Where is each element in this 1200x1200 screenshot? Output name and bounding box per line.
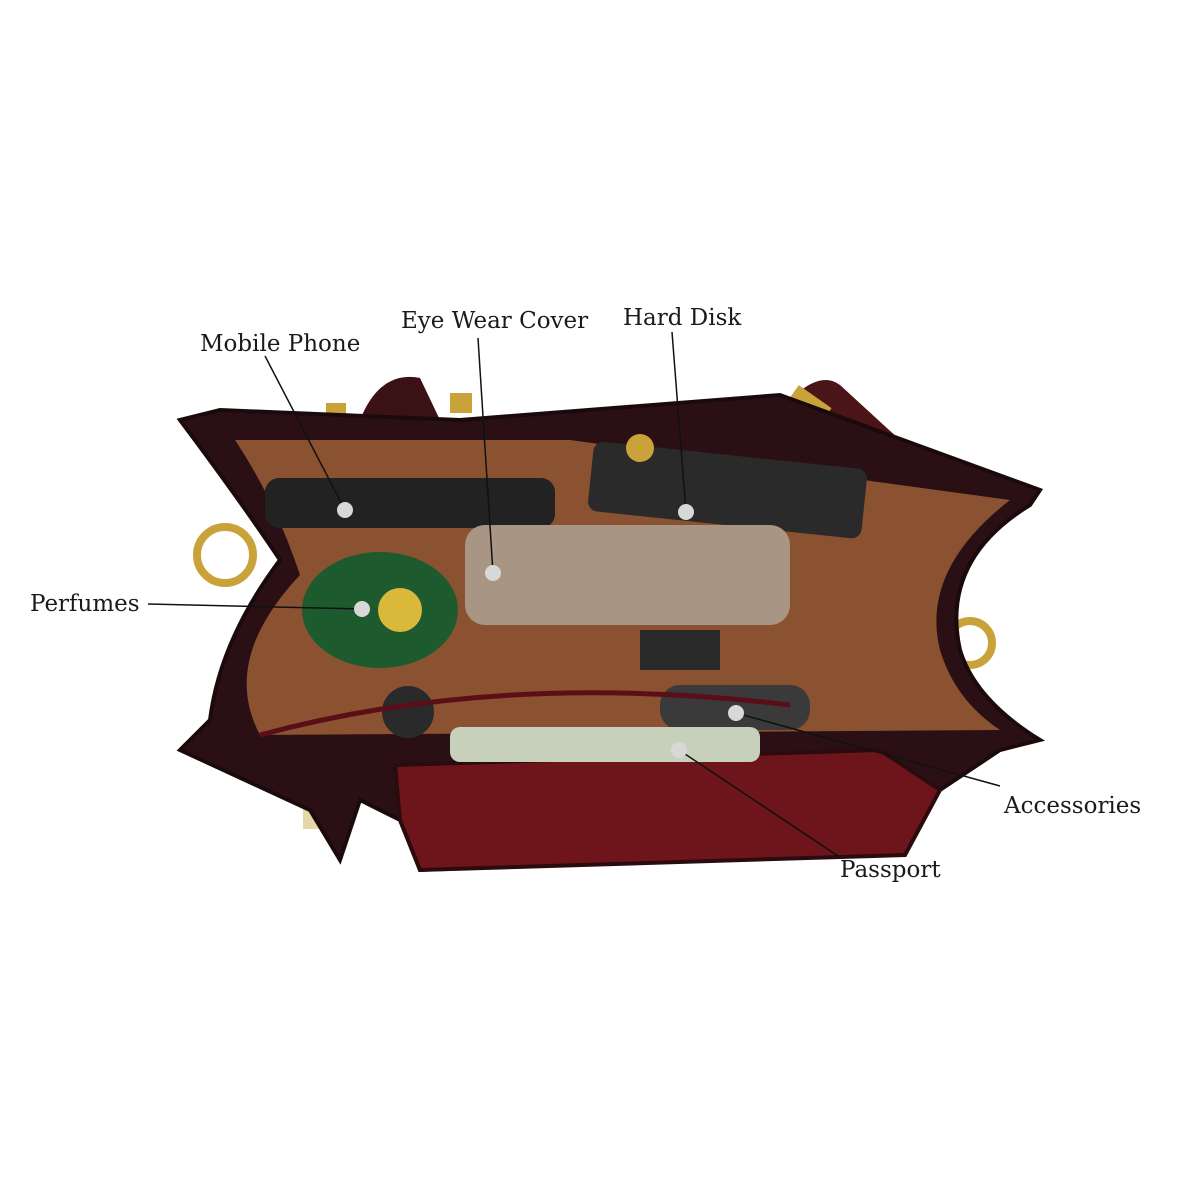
label-mobile-phone: Mobile Phone [200, 331, 361, 357]
label-hard-disk: Hard Disk [623, 305, 742, 331]
bag-items [259, 434, 867, 762]
label-passport: Passport [840, 857, 941, 883]
label-perfumes: Perfumes [30, 591, 140, 617]
marker-dots [337, 502, 744, 758]
label-eye-wear-cover: Eye Wear Cover [401, 308, 589, 334]
bag-front-flap [392, 747, 943, 873]
label-accessories: Accessories [1004, 793, 1142, 819]
leader-lines [147, 331, 1001, 857]
